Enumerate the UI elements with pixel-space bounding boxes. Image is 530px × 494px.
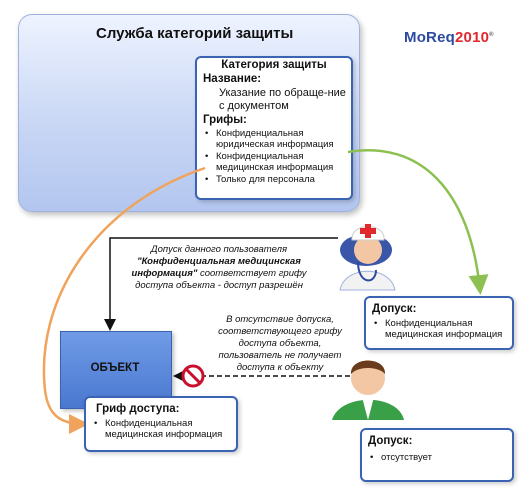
user2-access-item: отсутствует (370, 452, 506, 463)
object-grif-item: Конфиденциальная медицинская информация (94, 418, 234, 440)
access-denied-note: В отсутствие допуска, соответствующего г… (218, 314, 342, 373)
object-title: ОБЪЕКТ (90, 362, 140, 374)
user1-access-item: Конфиденциальная медицинская информация (374, 318, 510, 340)
moreq-logo: MoReq2010® (404, 29, 494, 46)
logo-registered-mark: ® (489, 32, 494, 38)
user2-access-title: Допуск: (368, 435, 413, 447)
category-grifs-list: Конфиденциальная юридическая информация … (205, 128, 351, 186)
doctor-icon (339, 224, 396, 291)
access-granted-arrow (104, 237, 338, 331)
user1-access-list: Конфиденциальная медицинская информация (374, 318, 510, 341)
logo-text-part1: MoReq (404, 29, 455, 46)
note-granted-line1: Допуск данного пользователя (150, 244, 288, 255)
category-grif-item: Только для персонала (205, 174, 351, 185)
note-granted-clearance: "Конфиденциальная медицинская информация… (131, 256, 301, 279)
service-title: Служба категорий защиты (96, 25, 294, 42)
user2-access-list: отсутствует (370, 452, 506, 464)
category-grifs-label: Грифы: (203, 114, 247, 126)
note-granted-line3: соответствует грифу доступа объекта - до… (135, 268, 307, 291)
logo-text-part2: 2010 (455, 29, 490, 46)
category-grif-item: Конфиденциальная медицинская информация (205, 151, 351, 173)
category-name-value: Указание по обраще-ние с документом (219, 87, 346, 112)
object-grif-title: Гриф доступа: (96, 403, 180, 415)
category-name-label: Название: (203, 73, 262, 85)
green-arrow (347, 149, 489, 295)
access-granted-note: Допуск данного пользователя "Конфиденциа… (114, 244, 324, 292)
user1-access-title: Допуск: (372, 303, 417, 315)
category-title: Категория защиты (221, 59, 327, 71)
object-grif-list: Конфиденциальная медицинская информация (94, 418, 234, 441)
no-entry-icon (181, 364, 205, 388)
orange-arrow (42, 166, 206, 434)
category-grif-item: Конфиденциальная юридическая информация (205, 128, 351, 150)
user-icon (332, 360, 404, 420)
